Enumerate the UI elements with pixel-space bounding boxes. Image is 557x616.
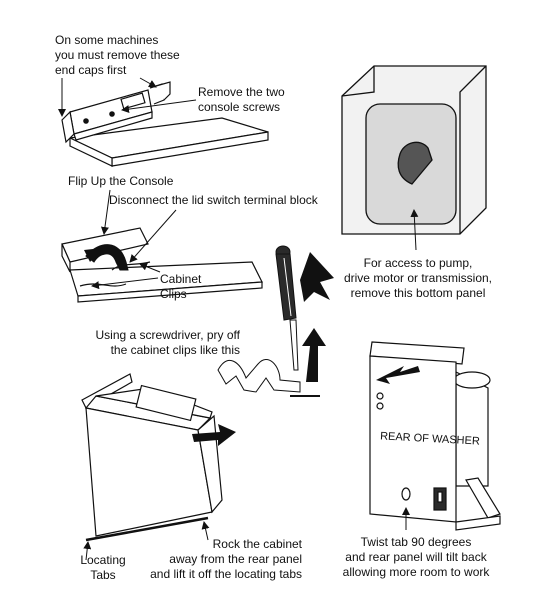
tilt-arrow	[376, 366, 420, 384]
console-screws-label: Remove the two console screws	[198, 85, 285, 115]
end-caps-label: On some machines you must remove these e…	[55, 33, 180, 78]
rear-panel-illustration	[341, 65, 487, 235]
console-top-leaders	[58, 77, 197, 117]
pry-arrow-top	[300, 252, 334, 302]
flip-console-label: Flip Up the Console	[68, 174, 174, 188]
access-panel-line-1: For access to pump,	[363, 256, 473, 270]
twist-tab-label: Twist tab 90 degrees and rear panel will…	[336, 535, 496, 580]
locating-tabs-line-1: Locating	[80, 553, 126, 567]
end-caps-line-2: you must remove these	[55, 48, 180, 62]
cabinet-clip-illustration	[217, 358, 320, 397]
access-panel-line-2: drive motor or transmission,	[343, 271, 493, 285]
cabinet-illustration	[81, 373, 223, 542]
end-caps-line-1: On some machines	[55, 33, 159, 47]
end-caps-line-3: end caps first	[55, 63, 127, 77]
rock-arrow	[192, 424, 236, 446]
access-panel-leader	[410, 209, 419, 251]
locating-tabs-line-2: Tabs	[90, 568, 116, 582]
flip-arrow-head	[84, 248, 102, 262]
access-panel-label: For access to pump, drive motor or trans…	[338, 256, 498, 301]
cabinet-leaders	[83, 521, 210, 561]
console-screws-line-1: Remove the two	[198, 85, 285, 99]
screwdriver-line-1: Using a screwdriver, pry off	[95, 328, 241, 342]
flip-console-leaders	[91, 189, 177, 290]
cabinet-clips-label: Cabinet Clips	[160, 272, 201, 302]
rock-cabinet-line-3: and lift it off the locating tabs	[150, 567, 302, 581]
locating-tabs-label: Locating Tabs	[78, 553, 128, 583]
screwdriver-line-2: the cabinet clips like this	[110, 343, 240, 357]
twist-tab-line-1: Twist tab 90 degrees	[360, 535, 472, 549]
access-panel-line-3: remove this bottom panel	[350, 286, 486, 300]
screwdriver-label: Using a screwdriver, pry off the cabinet…	[40, 328, 241, 358]
cabinet-clips-line-2: Clips	[160, 287, 187, 301]
rear-tilt-illustration	[369, 341, 501, 531]
twist-tab-line-2: and rear panel will tilt back	[345, 550, 487, 564]
screwdriver-illustration	[275, 245, 299, 371]
twist-tab-line-3: allowing more room to work	[342, 565, 490, 579]
rock-cabinet-line-1: Rock the cabinet	[212, 537, 302, 551]
console-screws-line-2: console screws	[198, 100, 281, 114]
disconnect-label: Disconnect the lid switch terminal block	[109, 193, 318, 207]
pry-arrow-up	[302, 328, 326, 382]
cabinet-clips-line-1: Cabinet	[160, 272, 202, 286]
rock-cabinet-label: Rock the cabinet away from the rear pane…	[130, 537, 302, 582]
rock-cabinet-line-2: away from the rear panel	[169, 552, 302, 566]
